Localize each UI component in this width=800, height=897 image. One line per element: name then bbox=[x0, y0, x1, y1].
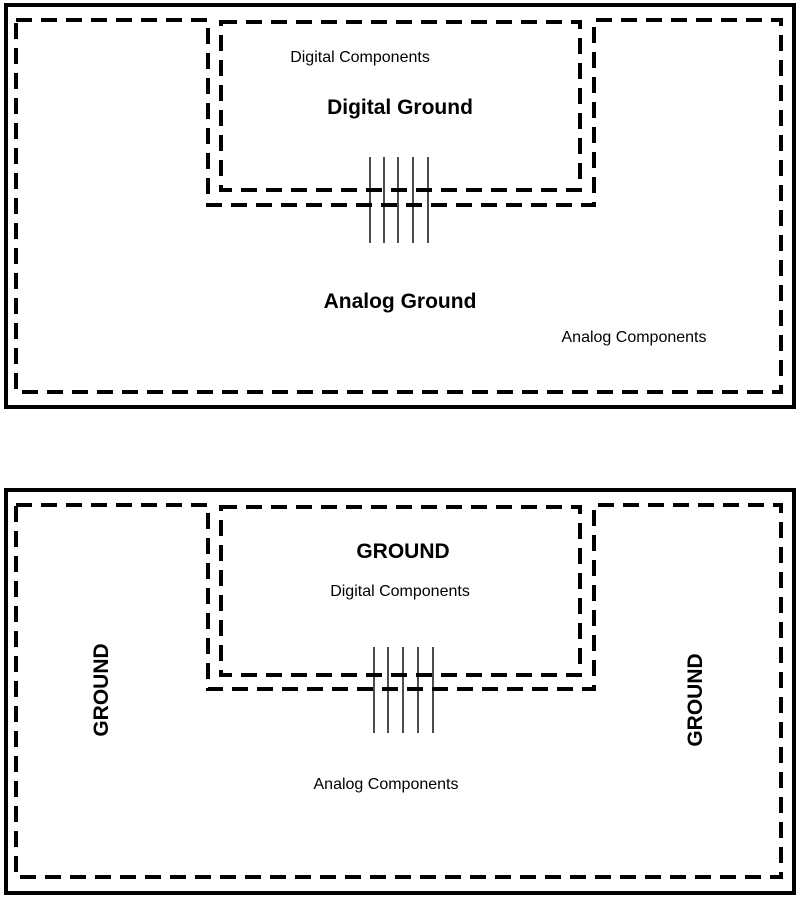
bottom-inner-ground-boundary bbox=[219, 505, 582, 677]
bottom-board-diagram: GROUND Digital Components GROUND GROUND … bbox=[4, 488, 796, 895]
top-board-diagram: Digital Components Digital Ground Analog… bbox=[4, 3, 796, 409]
bottom-ground-left-label: GROUND bbox=[90, 643, 113, 736]
top-board-outline bbox=[4, 3, 796, 409]
top-digital-ground-label: Digital Ground bbox=[327, 96, 473, 119]
bottom-trace-lines bbox=[373, 647, 434, 733]
top-digital-ground-boundary bbox=[219, 20, 582, 192]
top-analog-components-label: Analog Components bbox=[562, 329, 707, 346]
bottom-outer-ground-boundary bbox=[14, 503, 783, 879]
top-trace-lines bbox=[369, 157, 429, 243]
bottom-ground-right-label: GROUND bbox=[684, 653, 707, 746]
top-digital-components-label: Digital Components bbox=[290, 49, 430, 66]
top-analog-ground-boundary bbox=[14, 18, 783, 394]
top-analog-ground-label: Analog Ground bbox=[324, 290, 477, 313]
bottom-board-outline bbox=[4, 488, 796, 895]
bottom-analog-components-label: Analog Components bbox=[314, 776, 459, 793]
bottom-ground-top-label: GROUND bbox=[356, 540, 449, 563]
bottom-digital-components-label: Digital Components bbox=[330, 583, 470, 600]
